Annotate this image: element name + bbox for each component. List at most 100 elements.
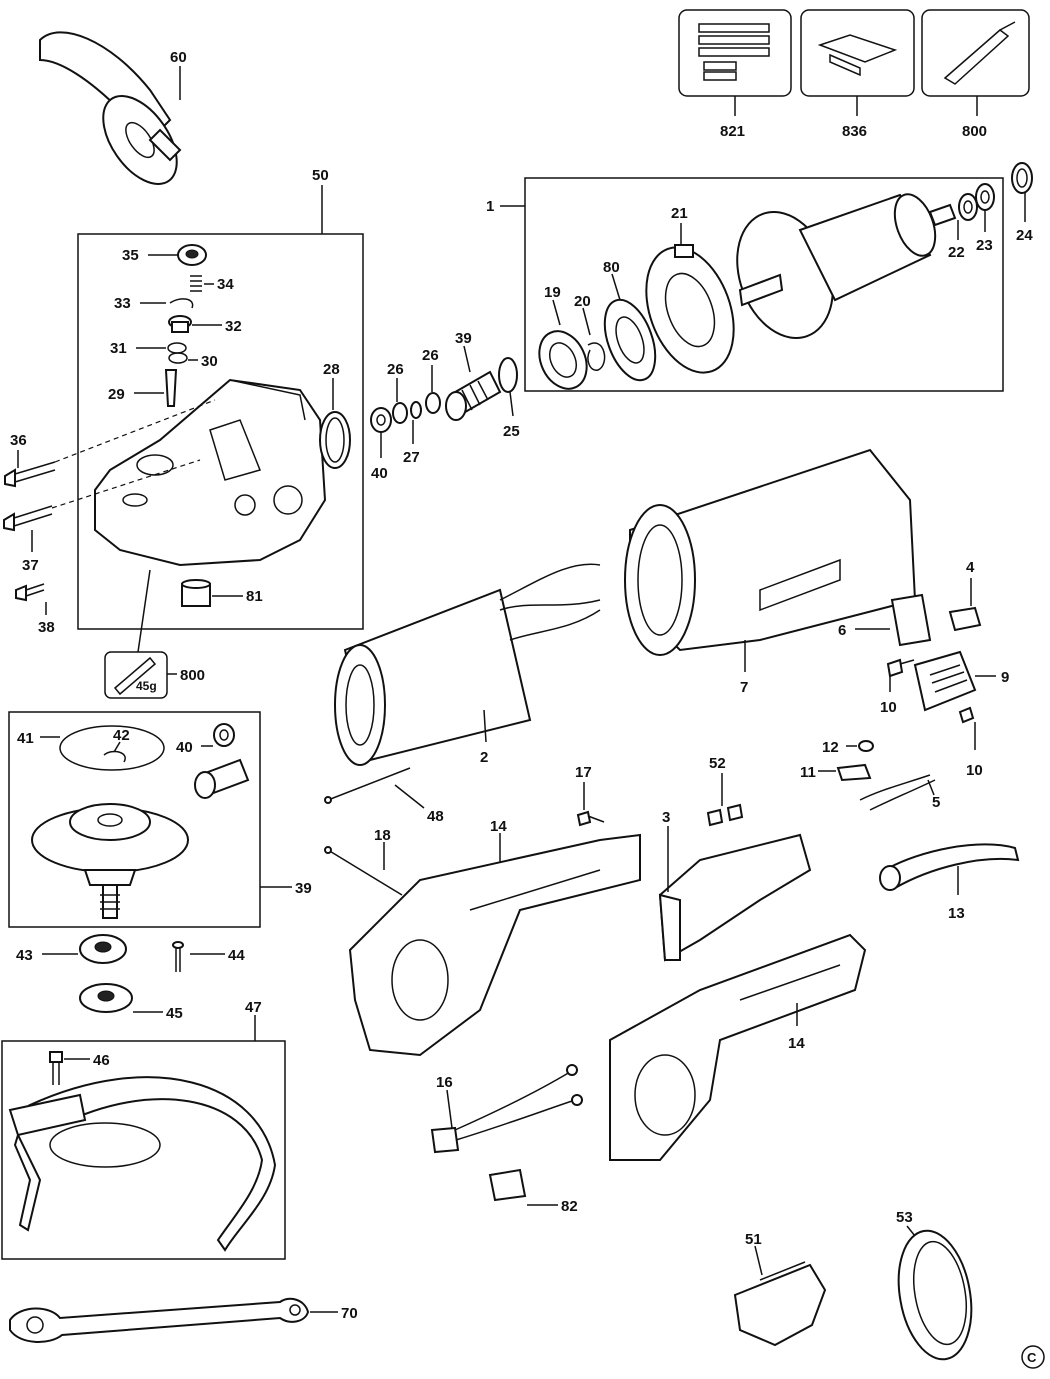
switch-3 bbox=[658, 833, 812, 962]
part-label-19: 19 bbox=[544, 284, 561, 301]
part-label-34: 34 bbox=[217, 276, 234, 293]
part-label-30: 30 bbox=[201, 353, 218, 370]
brush-holder-6 bbox=[890, 593, 932, 647]
nut-40-b bbox=[213, 723, 235, 747]
oring-31 bbox=[167, 342, 187, 354]
part-label-45g: 45g bbox=[136, 679, 157, 693]
brush-4 bbox=[948, 606, 982, 632]
part-label-53: 53 bbox=[896, 1209, 913, 1226]
nut-45 bbox=[79, 983, 133, 1013]
part-label-39-top: 39 bbox=[455, 330, 472, 347]
bearing-22 bbox=[958, 193, 978, 221]
part-label-32: 32 bbox=[225, 318, 242, 335]
part-label-22: 22 bbox=[948, 244, 965, 261]
field-part bbox=[334, 563, 601, 766]
part-label-40-b: 40 bbox=[176, 739, 193, 756]
cable-5 bbox=[859, 774, 936, 811]
gear-head-group-box bbox=[77, 233, 364, 630]
oring-41 bbox=[59, 725, 165, 771]
part-label-836: 836 bbox=[842, 123, 867, 140]
part-label-28: 28 bbox=[323, 361, 340, 378]
part-label-7: 7 bbox=[740, 679, 748, 696]
handle-half-lower bbox=[609, 933, 867, 1161]
part-label-9: 9 bbox=[1001, 669, 1009, 686]
screw-17 bbox=[576, 810, 605, 827]
part-label-11: 11 bbox=[800, 764, 816, 781]
screw-38 bbox=[15, 583, 45, 602]
grease-box-small: 45g bbox=[104, 651, 168, 699]
holder-82 bbox=[488, 1168, 527, 1202]
part-label-18: 18 bbox=[374, 827, 391, 844]
bearing-19 bbox=[538, 330, 588, 390]
part-label-44: 44 bbox=[228, 947, 245, 964]
handle-half-upper bbox=[348, 833, 641, 1057]
ring-28 bbox=[319, 411, 351, 469]
bearing-23 bbox=[975, 183, 995, 211]
screw-46 bbox=[49, 1051, 63, 1085]
nut-40 bbox=[370, 407, 392, 433]
part-label-14-upper: 14 bbox=[490, 818, 507, 835]
part-label-800-top: 800 bbox=[962, 123, 987, 140]
guard-part bbox=[8, 1076, 277, 1252]
washer-27 bbox=[410, 401, 422, 419]
washer-25 bbox=[498, 357, 518, 393]
part-label-5: 5 bbox=[932, 794, 940, 811]
part-label-6: 6 bbox=[838, 622, 846, 639]
part-label-821: 821 bbox=[720, 123, 745, 140]
part-label-10-a: 10 bbox=[880, 699, 897, 716]
part-label-27: 27 bbox=[403, 449, 420, 466]
screw-36 bbox=[4, 461, 56, 488]
side-handle-part bbox=[39, 31, 182, 185]
part-label-81: 81 bbox=[246, 588, 263, 605]
part-label-800-small: 800 bbox=[180, 667, 205, 684]
adapter-51 bbox=[733, 1261, 827, 1347]
plate-80 bbox=[603, 298, 657, 382]
part-label-35: 35 bbox=[122, 247, 139, 264]
part-label-43: 43 bbox=[16, 947, 33, 964]
part-label-1: 1 bbox=[486, 198, 494, 215]
screw-37 bbox=[3, 505, 53, 532]
clip-33 bbox=[169, 298, 194, 309]
grease-tube-box bbox=[921, 9, 1030, 97]
oring-30 bbox=[168, 352, 188, 364]
pinion-39 bbox=[445, 370, 502, 421]
manual-box bbox=[678, 9, 792, 97]
part-label-33: 33 bbox=[114, 295, 131, 312]
armature-group-box bbox=[524, 177, 1004, 392]
part-label-13: 13 bbox=[948, 905, 965, 922]
part-label-82: 82 bbox=[561, 1198, 578, 1215]
part-label-38: 38 bbox=[38, 619, 55, 636]
screws-52 bbox=[706, 803, 744, 827]
part-label-42: 42 bbox=[113, 727, 130, 744]
button-32 bbox=[168, 315, 192, 333]
part-label-51: 51 bbox=[745, 1231, 762, 1248]
part-label-16: 16 bbox=[436, 1074, 453, 1091]
gear-flange-part bbox=[31, 803, 189, 919]
part-label-2: 2 bbox=[480, 749, 488, 766]
screw-44 bbox=[172, 941, 184, 972]
part-label-25: 25 bbox=[503, 423, 520, 440]
cover-9 bbox=[913, 650, 977, 712]
brushes-16 bbox=[430, 1064, 583, 1154]
part-label-36: 36 bbox=[10, 432, 27, 449]
spring-34 bbox=[190, 275, 202, 292]
part-label-52: 52 bbox=[709, 755, 726, 772]
part-label-39-box: 39 bbox=[295, 880, 312, 897]
motor-housing-part bbox=[624, 448, 917, 656]
part-label-60: 60 bbox=[170, 49, 187, 66]
screw-10-a bbox=[886, 658, 915, 678]
bearing-35 bbox=[177, 244, 207, 266]
fan-baffle-21 bbox=[645, 244, 735, 374]
ring-24 bbox=[1011, 162, 1033, 194]
washer-26-b bbox=[425, 392, 441, 414]
washer-26-a bbox=[392, 402, 408, 424]
part-label-48: 48 bbox=[427, 808, 444, 825]
gear-assembly-group-box bbox=[8, 711, 261, 928]
part-label-26-a: 26 bbox=[387, 361, 404, 378]
part-label-31: 31 bbox=[110, 340, 127, 357]
part-label-47: 47 bbox=[245, 999, 262, 1016]
ring-53 bbox=[897, 1229, 973, 1361]
armature-part bbox=[736, 193, 957, 339]
part-label-41: 41 bbox=[17, 730, 34, 747]
